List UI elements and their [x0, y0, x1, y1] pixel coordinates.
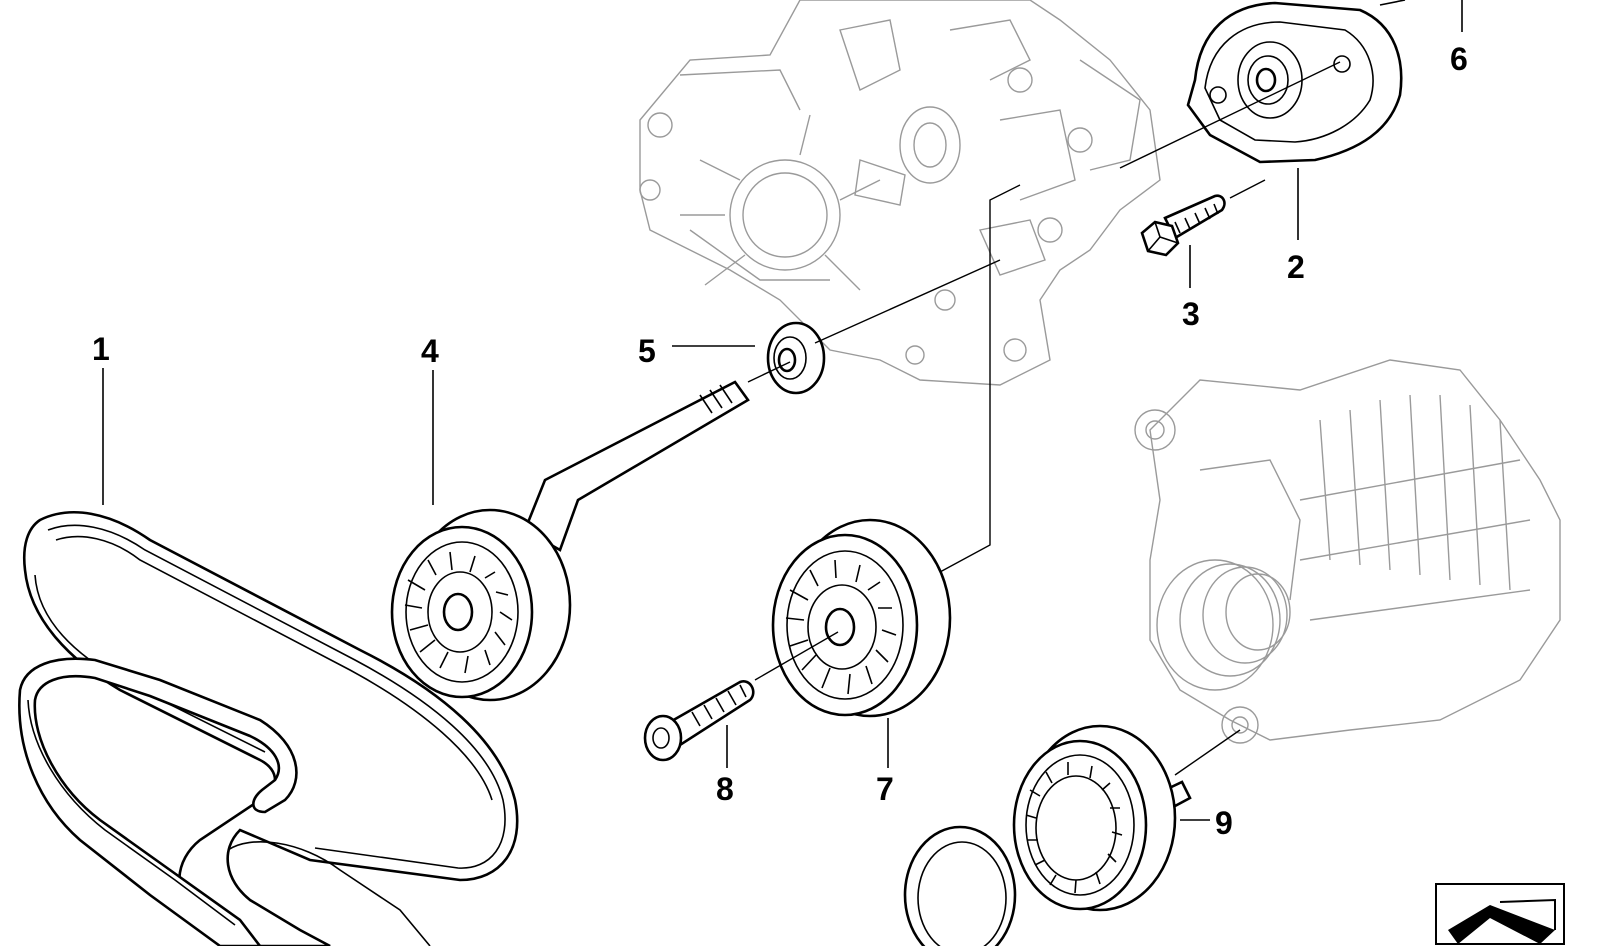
- callout-3: 3: [1182, 296, 1200, 332]
- callout-2: 2: [1287, 249, 1305, 285]
- callout-1: 1: [92, 331, 110, 367]
- callout-5: 5: [638, 333, 656, 369]
- tensioner-bolt: [1140, 194, 1226, 257]
- callout-9: 9: [1215, 805, 1233, 841]
- folder-arrow-icon[interactable]: [1435, 883, 1565, 945]
- callout-6: 6: [1450, 41, 1468, 77]
- belt-tensioner: [1186, 0, 1406, 164]
- alternator-outline: [1134, 359, 1561, 744]
- leader-lines: [102, 0, 1463, 821]
- deflection-pulley-with-bolt: [390, 380, 750, 702]
- engine-block-outline: [639, 0, 1161, 386]
- callout-8: 8: [716, 771, 734, 807]
- pulley-bolt: [643, 680, 755, 762]
- idler-pulley: [771, 518, 952, 718]
- callout-4: 4: [421, 333, 439, 369]
- callout-7: 7: [876, 771, 894, 807]
- spacer-bushing: [766, 321, 826, 395]
- tension-pulley-with-cap: [903, 724, 1192, 946]
- ribbed-v-belt: [18, 510, 519, 946]
